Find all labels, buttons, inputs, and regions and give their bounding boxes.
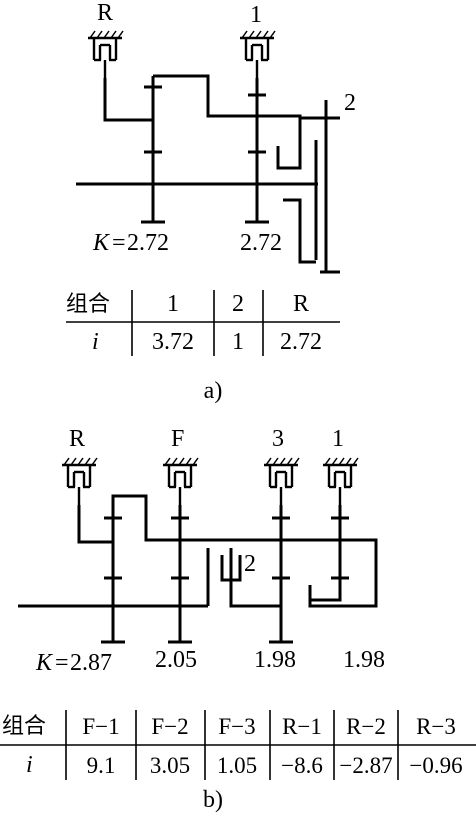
diagram-a-table-header-combo: 组合 [66, 292, 110, 317]
diagram-b-table-ratio: 1.05 [217, 753, 257, 778]
diagram-b-table-ratio: −8.6 [281, 753, 323, 778]
diagram-b-table-combo: R−3 [416, 714, 456, 739]
diagram-b-table-header-ratio: i [26, 752, 33, 778]
diagram-b-brake-r-icon [60, 456, 99, 507]
diagram-a-caption: a) [204, 378, 223, 404]
diagram-a-k2-value: 2.72 [240, 230, 282, 256]
diagram-a-brake-r-label: R [97, 0, 113, 26]
diagram-b-brake-f-label: F [171, 426, 184, 452]
diagram-a-brake-r-icon [86, 29, 125, 80]
diagram-b-table-combos: F−1 F−2 F−3 R−1 R−2 R−3 [82, 714, 456, 739]
diagram-a-k1-value: 2.72 [127, 230, 169, 256]
diagram-b-k-equals: = [55, 650, 69, 676]
diagram-a-k-symbol: K [92, 230, 111, 256]
diagram-b-brake-3-label: 3 [272, 426, 284, 452]
diagram-a-brake-1-label: 1 [250, 2, 262, 28]
diagram-b-table: 组合 i F−1 F−2 F−3 R−1 R−2 R−3 9.1 3.05 1.… [0, 710, 476, 780]
diagram-a-table-combo: 2 [232, 291, 244, 317]
diagram-b-table-combo: R−1 [282, 714, 322, 739]
diagram-a-table-ratio: 1 [232, 329, 244, 355]
diagram-a-brake-1-icon [238, 29, 277, 80]
diagram-b-k-symbol: K [35, 650, 54, 676]
diagram-a: R 1 2 K = 2.72 2.72 组合 i 1 2 R 3.72 1 2.… [66, 0, 356, 404]
diagram-a-table-combo: 1 [167, 291, 179, 317]
diagram-a-clutch-2-label: 2 [344, 90, 356, 116]
diagram-b-k1-value: 2.87 [70, 650, 112, 676]
diagram-a-table-ratio: 3.72 [152, 329, 194, 355]
diagram-b-brake-r-label: R [69, 426, 85, 452]
diagram-b-k3-value: 1.98 [254, 647, 296, 673]
diagram-b-brake-3-icon [262, 456, 301, 507]
diagram-a-table: 组合 i 1 2 R 3.72 1 2.72 [66, 290, 340, 356]
diagram-b-lines [18, 494, 378, 644]
diagram-b-table-ratio: −0.96 [409, 753, 462, 778]
diagram-a-lines [76, 74, 340, 274]
diagram-b: R F 3 1 2 K = 2.87 2.05 1.98 1.98 组合 i F… [0, 426, 476, 813]
diagram-b-table-combo: F−3 [218, 714, 255, 739]
diagram-b-k4-value: 1.98 [343, 647, 385, 673]
diagram-b-brake-f-icon [161, 456, 200, 507]
diagram-b-clutch-2-label: 2 [244, 551, 256, 577]
diagram-b-k2-value: 2.05 [155, 647, 197, 673]
diagram-a-k-equals: = [112, 230, 126, 256]
diagram-a-table-combo: R [293, 291, 309, 317]
diagram-a-table-header-ratio: i [92, 329, 99, 355]
diagram-b-table-ratio: −2.87 [339, 753, 392, 778]
diagram-b-table-ratio: 9.1 [87, 753, 116, 778]
diagram-b-table-combo: R−2 [346, 714, 386, 739]
diagram-b-brake-1-label: 1 [332, 426, 344, 452]
diagram-b-caption: b) [203, 787, 223, 813]
diagram-b-table-ratio: 3.05 [150, 753, 190, 778]
diagram-b-table-combo: F−1 [82, 714, 119, 739]
diagram-b-table-combo: F−2 [151, 714, 188, 739]
diagram-a-table-ratio: 2.72 [280, 329, 322, 355]
diagram-b-table-ratios: 9.1 3.05 1.05 −8.6 −2.87 −0.96 [87, 753, 463, 778]
diagram-b-brake-1-icon [321, 456, 360, 507]
diagram-b-table-header-combo: 组合 [2, 714, 46, 739]
